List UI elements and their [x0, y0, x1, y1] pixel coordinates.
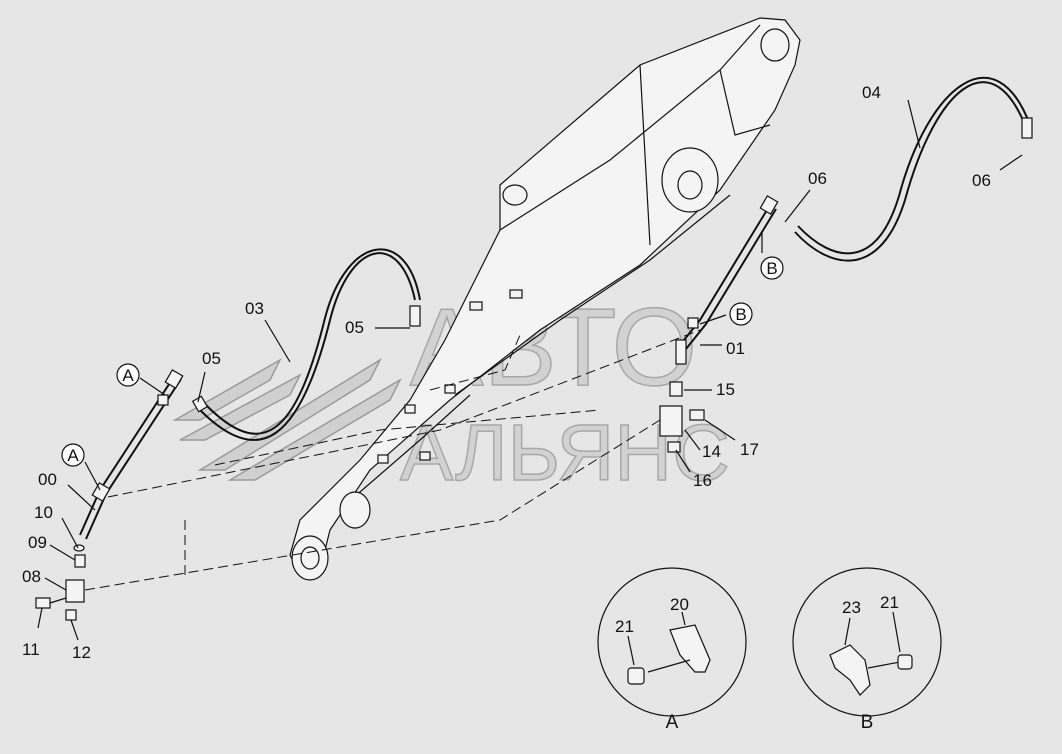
label-16: 16 [693, 471, 712, 490]
label-17: 17 [740, 440, 759, 459]
label-06-mid: 06 [808, 169, 827, 188]
boom-arm [289, 17, 801, 581]
label-05-top: 05 [345, 318, 364, 337]
part-labels: 00 10 09 08 11 12 03 05 05 04 06 06 01 1… [22, 83, 991, 662]
marker-a-bottom-label: A [67, 446, 79, 465]
label-15: 15 [716, 380, 735, 399]
reference-lines [84, 329, 701, 591]
label-10: 10 [34, 503, 53, 522]
label-21-b: 21 [880, 593, 899, 612]
label-12: 12 [72, 643, 91, 662]
label-03: 03 [245, 299, 264, 318]
label-05-left: 05 [202, 349, 221, 368]
leader-lines [37, 99, 1023, 641]
label-04: 04 [862, 83, 881, 102]
detail-a: 20 21 A [597, 567, 747, 733]
label-20: 20 [670, 595, 689, 614]
label-00: 00 [38, 470, 57, 489]
marker-b-mid: B [729, 302, 753, 326]
label-11: 11 [22, 640, 40, 659]
marker-b-mid-label: B [735, 305, 746, 324]
hose-04 [794, 77, 1033, 262]
pipe-01 [675, 195, 779, 365]
label-01: 01 [726, 339, 745, 358]
detail-b: 23 21 B [792, 567, 942, 733]
left-fittings [35, 544, 86, 621]
detail-a-caption: A [666, 712, 679, 733]
hose-03 [199, 248, 421, 441]
marker-b-right: B [760, 256, 784, 280]
marker-b-right-label: B [766, 259, 777, 278]
label-08: 08 [22, 567, 41, 586]
detail-b-caption: B [861, 712, 874, 733]
marker-a-top: A [116, 363, 140, 387]
pipe-00 [79, 369, 209, 540]
label-09: 09 [28, 533, 47, 552]
marker-a-bottom: A [61, 443, 85, 467]
label-21-a: 21 [615, 617, 634, 636]
label-23: 23 [842, 598, 861, 617]
right-fittings [409, 305, 705, 453]
label-14: 14 [702, 442, 721, 461]
marker-a-top-label: A [122, 366, 134, 385]
label-06-right: 06 [972, 171, 991, 190]
